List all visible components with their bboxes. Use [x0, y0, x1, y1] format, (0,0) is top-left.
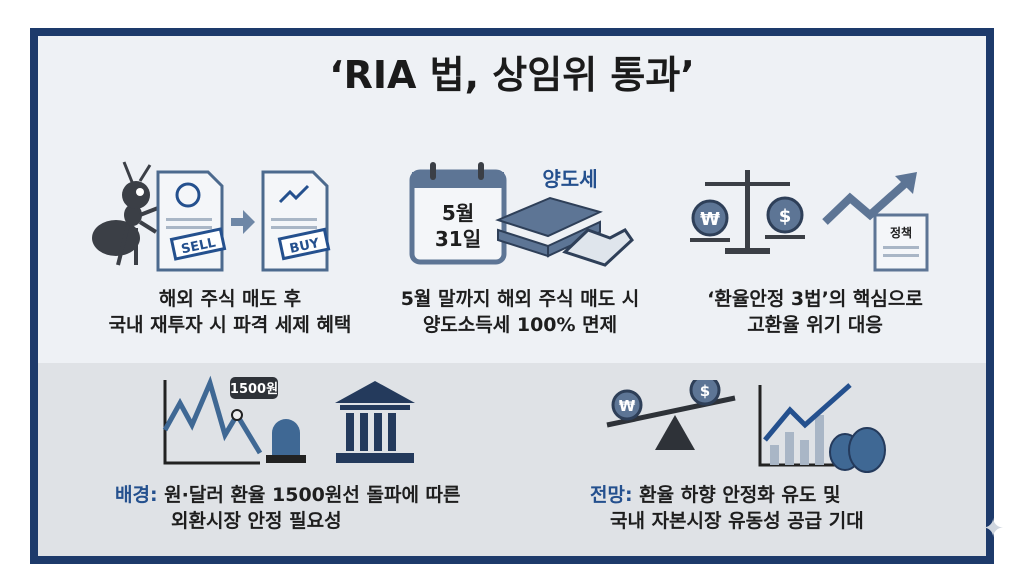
outlook-label: 전망: [590, 484, 633, 506]
tilted-scale-icon: ₩ $ [606, 380, 736, 450]
panel-4-caption: 배경: 원·달러 환율 1500원선 돌파에 따른 외환시장 안정 필요성 [115, 482, 515, 534]
capital-gains-tax-tag: 양도세 [542, 167, 597, 191]
outlook-illustration: ₩ $ [606, 380, 886, 473]
ant-icon [92, 161, 159, 266]
exchange-rate-alert-illustration: 1500원 [162, 375, 415, 465]
caption-line: 외환시장 안정 필요성 [171, 510, 342, 532]
bottom-section [38, 363, 986, 556]
page-title: ‘RIA 법, 상임위 통과’ [329, 53, 695, 97]
svg-text:₩: ₩ [619, 397, 636, 415]
svg-text:SELL: SELL [180, 235, 217, 257]
svg-text:$: $ [700, 382, 710, 400]
balance-scale-icon: ₩ $ [690, 170, 805, 254]
caption-line: 국내 재투자 시 파격 세제 혜택 [108, 314, 352, 336]
panel-5-caption: 전망: 환율 하향 안정화 유도 및 국내 자본시장 유동성 공급 기대 [590, 482, 930, 534]
caption-line: 양도소득세 100% 면제 [422, 314, 618, 336]
caption-text: 원·달러 환율 1500원선 돌파에 따른 [157, 484, 461, 506]
price-bubble: 1500원 [230, 377, 278, 399]
svg-text:BUY: BUY [288, 236, 321, 257]
infographic-frame [30, 28, 994, 564]
sparkle-icon: ✦ [982, 514, 1004, 544]
caption-line: 전망: 환율 하향 안정화 유도 및 [590, 482, 930, 508]
balance-policy-illustration: ₩ $ 정책 [690, 170, 929, 272]
svg-text:1500원: 1500원 [230, 382, 278, 397]
ant-sell-buy-illustration: SELL BUY [92, 161, 331, 272]
alarm-siren-icon [266, 419, 306, 463]
trend-up-arrow-icon [822, 179, 910, 225]
policy-document-icon: 정책 [873, 213, 929, 272]
money-bag-icon [829, 427, 886, 473]
caption-line: 고환율 위기 대응 [747, 314, 883, 336]
panel-1-caption: 해외 주식 매도 후 국내 재투자 시 파격 세제 혜택 [100, 286, 360, 338]
handshake-icon [562, 228, 634, 267]
growth-bar-chart-icon [758, 383, 852, 467]
caption-line: 5월 말까지 해외 주식 매도 시 [400, 288, 640, 310]
arrow-right-icon [231, 210, 255, 234]
caption-line: 국내 자본시장 유동성 공급 기대 [610, 510, 864, 532]
background-label: 배경: [115, 484, 158, 506]
chart-axis [163, 380, 260, 465]
caption-text: 환율 하향 안정화 유도 및 [632, 484, 841, 506]
panel-3-caption: ‘환율안정 3법’의 핵심으로 고환율 위기 대응 [680, 286, 950, 338]
caption-line: ‘환율안정 3법’의 핵심으로 [707, 288, 923, 310]
panel-2-caption: 5월 말까지 해외 주식 매도 시 양도소득세 100% 면제 [380, 286, 660, 338]
svg-text:정책: 정책 [890, 225, 912, 240]
svg-text:31일: 31일 [435, 227, 481, 251]
sell-document-icon: SELL [156, 170, 227, 272]
bank-building-icon [335, 381, 415, 463]
svg-text:5월: 5월 [442, 201, 474, 225]
svg-text:₩: ₩ [700, 209, 720, 230]
calendar-icon: 5월 31일 [409, 162, 507, 265]
tax-exemption-illustration: 5월 31일 양도세 [409, 162, 634, 267]
caption-line: 배경: 원·달러 환율 1500원선 돌파에 따른 [115, 482, 515, 508]
caption-line: 해외 주식 매도 후 [158, 288, 302, 310]
svg-text:$: $ [779, 206, 792, 227]
buy-document-icon: BUY [261, 170, 331, 272]
